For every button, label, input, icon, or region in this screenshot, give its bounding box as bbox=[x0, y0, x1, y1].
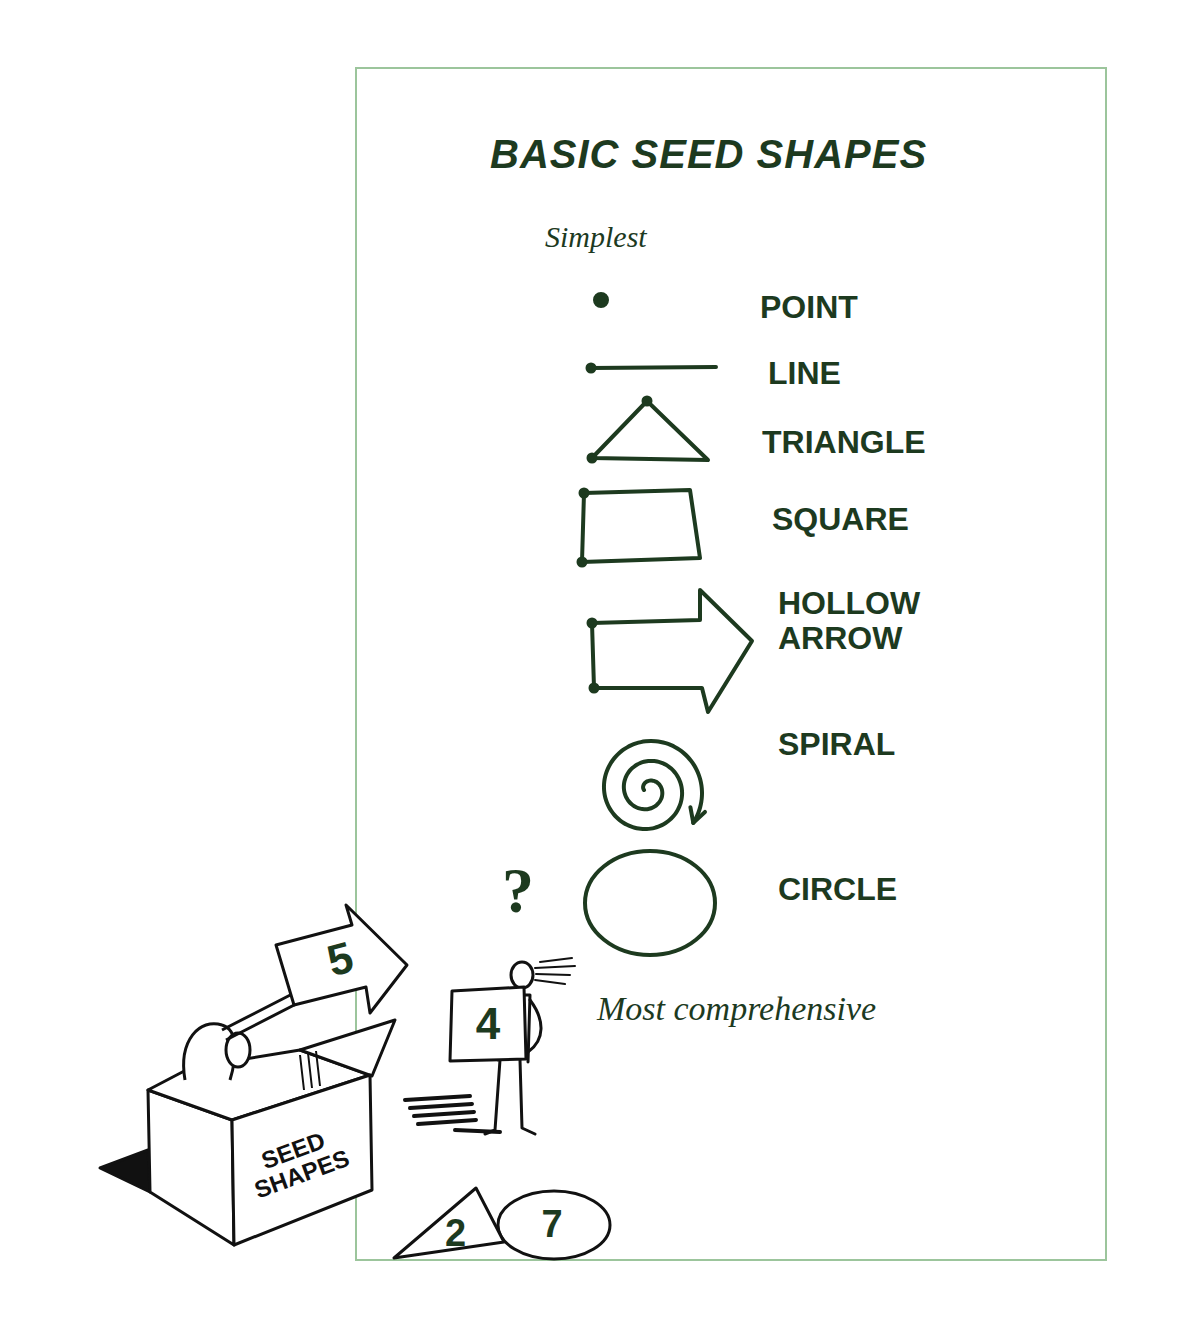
triangle-card-outline bbox=[394, 1188, 504, 1258]
person-legs bbox=[485, 1060, 535, 1134]
point-symbol bbox=[595, 294, 607, 306]
shape-name: CIRCLE bbox=[778, 872, 897, 907]
triangle-card-outline bbox=[394, 1188, 504, 1258]
frame bbox=[356, 68, 1106, 1260]
number-card: 4 bbox=[448, 985, 528, 1063]
circle-symbol bbox=[585, 851, 715, 955]
scale-note: Simplest bbox=[545, 220, 647, 253]
arrow-card-outline bbox=[276, 905, 407, 1013]
triangle-symbol bbox=[592, 401, 708, 460]
seed-shapes bbox=[579, 294, 753, 955]
shape-name: SPIRAL bbox=[778, 727, 895, 762]
spiral-arrowhead bbox=[690, 807, 705, 823]
line-symbol bbox=[591, 367, 716, 368]
spiral-symbol bbox=[604, 741, 702, 829]
shape-name: POINT bbox=[760, 290, 858, 325]
standing-person bbox=[405, 958, 575, 1134]
frame bbox=[356, 68, 1106, 1260]
box-flap bbox=[300, 1020, 395, 1076]
number-card-outline bbox=[450, 987, 526, 1061]
seed-shapes bbox=[591, 685, 598, 692]
box-label: SEED SHAPES bbox=[215, 1070, 380, 1255]
seed-shapes bbox=[588, 365, 595, 372]
circle-card-outline bbox=[498, 1191, 610, 1259]
arrow-card: 5 bbox=[270, 903, 410, 1015]
circle-card-outline bbox=[498, 1191, 610, 1259]
arrow-card-outline bbox=[276, 905, 407, 1013]
shape-name: SQUARE bbox=[772, 502, 909, 537]
ground-shadow bbox=[405, 1096, 500, 1132]
shape-name: TRIANGLE bbox=[762, 425, 926, 460]
box-inside-hatch bbox=[300, 1051, 320, 1090]
card-number: 7 bbox=[541, 1205, 562, 1245]
box-figure bbox=[100, 978, 395, 1245]
question-mark: ? bbox=[502, 856, 534, 926]
seed-shapes bbox=[589, 455, 596, 462]
seed-shapes bbox=[579, 559, 586, 566]
hair-lines bbox=[535, 958, 575, 984]
shape-name: LINE bbox=[768, 356, 841, 391]
card-number: 4 bbox=[476, 1001, 500, 1047]
number-card-outline bbox=[450, 987, 526, 1061]
square-symbol bbox=[582, 490, 700, 562]
hollow-arrow-symbol bbox=[592, 590, 752, 712]
card-number: 2 bbox=[445, 1214, 466, 1254]
seed-shapes bbox=[581, 490, 588, 497]
scale-note: Most comprehensive bbox=[597, 990, 876, 1027]
diagram-title: BASIC SEED SHAPES bbox=[490, 132, 927, 176]
circle-card: 7 bbox=[492, 1188, 612, 1262]
seed-shapes bbox=[644, 398, 651, 405]
shape-name: HOLLOW ARROW bbox=[778, 586, 953, 656]
person-head bbox=[511, 962, 533, 988]
seed-shapes bbox=[589, 620, 596, 627]
box-shadow bbox=[100, 1150, 150, 1192]
triangle-card: 2 bbox=[392, 1186, 507, 1260]
